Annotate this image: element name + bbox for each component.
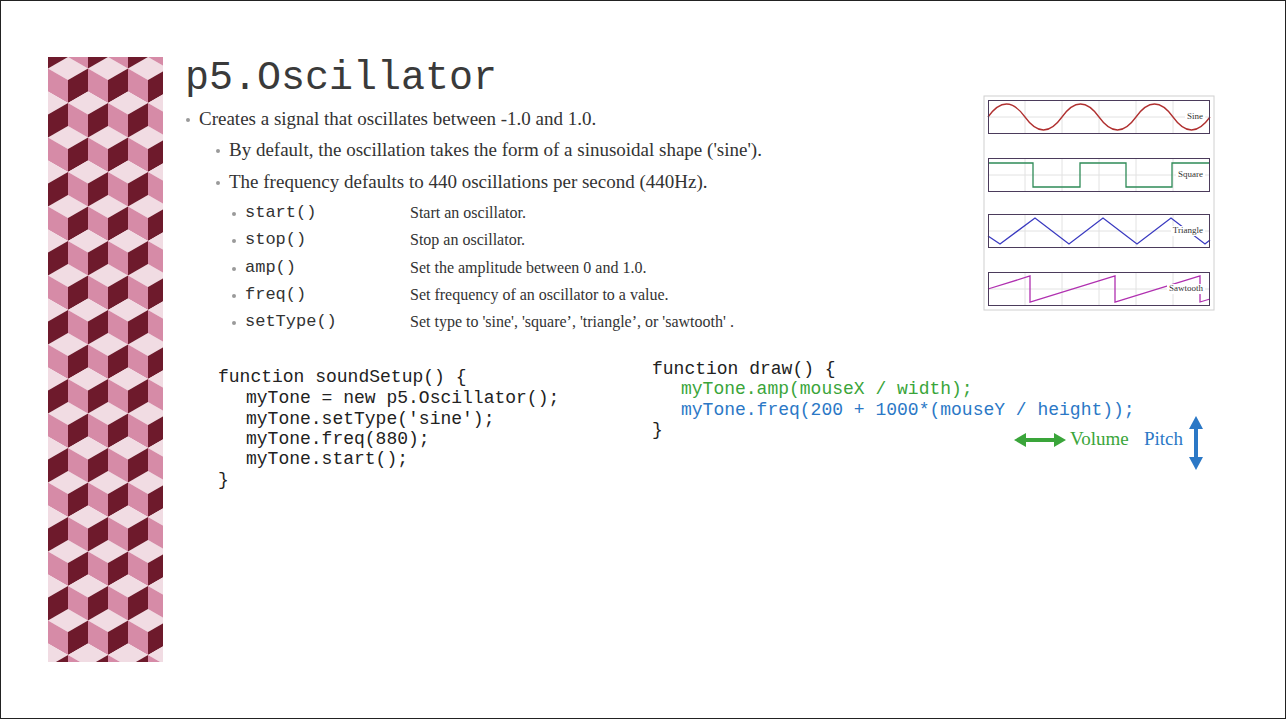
axis-label: Pitch xyxy=(1144,428,1183,451)
bullet-dot xyxy=(232,321,236,325)
waveform-grid xyxy=(988,100,1210,306)
sawtooth-wave xyxy=(988,276,1210,302)
bullet-dot xyxy=(232,294,236,298)
waveform-box: Triangle xyxy=(988,214,1210,248)
waveform-label: Triangle xyxy=(1171,226,1205,236)
waveform-box: Sine xyxy=(988,100,1210,134)
bullet-dot xyxy=(186,118,190,122)
waveform-label: Square xyxy=(1176,170,1205,180)
bullet-text: Creates a signal that oscillates between… xyxy=(199,108,596,131)
triangle-wave xyxy=(988,218,1210,244)
code-line: } xyxy=(218,470,229,492)
code-line: myTone.freq(880); xyxy=(246,429,430,451)
waveform-box: Sawtooth xyxy=(988,272,1210,306)
bullet-dot xyxy=(232,267,236,271)
method-description: Set the amplitude between 0 and 1.0. xyxy=(410,258,646,277)
waveform-label: Sawtooth xyxy=(1167,284,1205,294)
bullet-text: By default, the oscillation takes the fo… xyxy=(229,139,762,162)
axis-label: Volume xyxy=(1070,428,1129,451)
waveform-frame xyxy=(984,96,1214,310)
code-line: myTone.amp(mouseX / width); xyxy=(681,379,973,401)
method-name: freq() xyxy=(245,285,306,305)
code-line: } xyxy=(652,420,663,442)
method-name: amp() xyxy=(245,258,296,278)
waveform-box: Square xyxy=(988,158,1210,192)
bullet-dot xyxy=(232,212,236,216)
method-description: Set frequency of an oscillator to a valu… xyxy=(410,285,669,304)
bullet-text: The frequency defaults to 440 oscillatio… xyxy=(229,171,708,194)
code-line: myTone.start(); xyxy=(246,449,408,471)
code-line: function draw() { xyxy=(652,359,836,381)
code-line: myTone = new p5.Oscillator(); xyxy=(246,388,559,410)
bullet-dot xyxy=(216,181,220,185)
method-description: Set type to 'sine', 'square’, 'triangle’… xyxy=(410,312,734,331)
bullet-dot xyxy=(232,239,236,243)
cube-pattern-strip xyxy=(48,57,163,662)
bullet-dot xyxy=(216,149,220,153)
method-name: setType() xyxy=(245,312,337,332)
method-name: stop() xyxy=(245,230,306,250)
square-wave xyxy=(988,163,1210,187)
code-line: myTone.setType('sine'); xyxy=(246,409,494,431)
method-description: Stop an oscillator. xyxy=(410,230,525,249)
code-line: myTone.freq(200 + 1000*(mouseY / height)… xyxy=(681,400,1135,422)
pitch-arrow xyxy=(1189,416,1203,470)
volume-arrow xyxy=(1014,433,1066,447)
method-name: start() xyxy=(245,203,316,223)
slide-title: p5.Oscillator xyxy=(185,55,497,103)
code-line: function soundSetup() { xyxy=(218,367,466,389)
method-description: Start an oscillator. xyxy=(410,203,526,222)
sine-wave xyxy=(988,104,1210,130)
waveform-label: Sine xyxy=(1185,112,1205,122)
